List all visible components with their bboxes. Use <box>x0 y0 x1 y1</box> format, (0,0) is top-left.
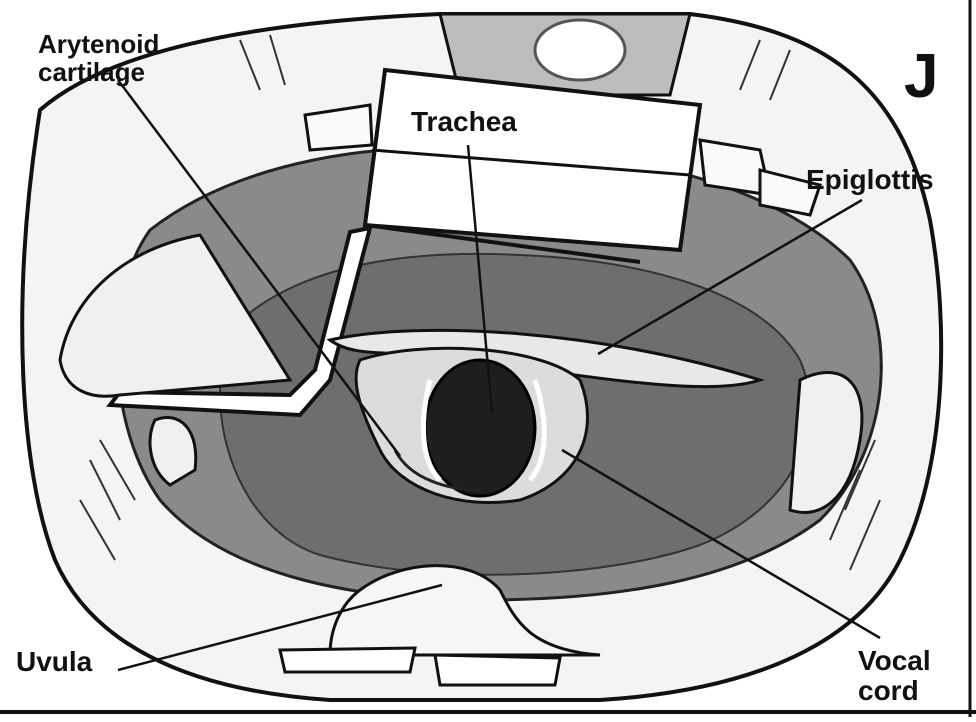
label-uvula: Uvula <box>16 648 92 676</box>
panel-letter: J <box>904 46 938 108</box>
label-trachea: Trachea <box>411 108 517 136</box>
lower-tooth-right <box>435 655 560 685</box>
label-vocal-line2: cord <box>858 676 931 706</box>
lower-tooth-left <box>280 648 415 672</box>
label-arytenoid-line1: Arytenoid <box>38 30 159 58</box>
label-arytenoid-line2: cartilage <box>38 58 159 86</box>
label-arytenoid-cartilage: Arytenoid cartilage <box>38 30 159 86</box>
label-epiglottis: Epiglottis <box>806 166 934 194</box>
tracheal-opening <box>425 360 535 496</box>
label-vocal-line1: Vocal <box>858 646 931 676</box>
palate-highlight <box>535 20 625 80</box>
label-vocal-cord: Vocal cord <box>858 646 931 706</box>
